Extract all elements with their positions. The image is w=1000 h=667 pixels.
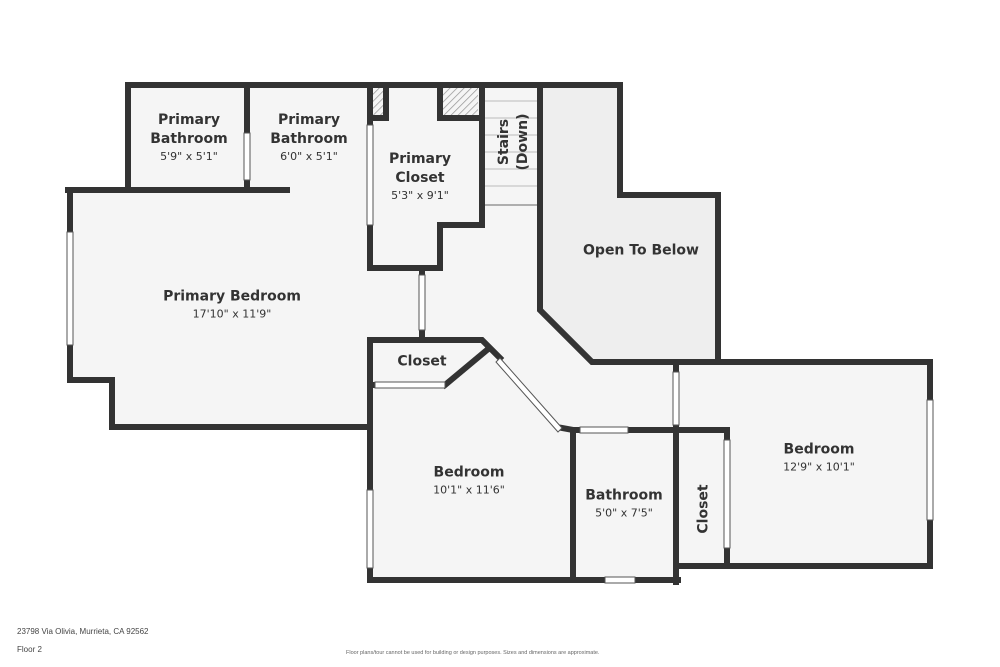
address: 23798 Via Olivia, Murrieta, CA 92562 [17,627,149,636]
room-label-bedroom-1: Bedroom 10'1" x 11'6" [433,464,505,497]
stair-treads [482,100,540,206]
walls [65,82,933,585]
room-label-bedroom-2: Bedroom 12'9" x 10'1" [783,441,855,474]
hatched-shaft [373,88,386,118]
room-label-primary-closet: Primary Closet 5'3" x 9'1" [388,151,452,202]
open-to-below-area [540,85,718,362]
room-label-open-to-below: Open To Below [583,242,699,259]
room-label-bathroom: Bathroom 5'0" x 7'5" [585,487,663,520]
room-label-primary-bedroom: Primary Bedroom 17'10" x 11'9" [163,288,301,321]
room-label-closet: Closet [397,353,447,370]
doors-windows [66,124,934,584]
floor-label: Floor 2 [17,645,42,654]
disclaimer: Floor plans/tour cannot be used for buil… [346,650,600,656]
room-label-stairs: Stairs (Down) [496,113,531,171]
room-label-primary-bathroom-1: Primary Bathroom 5'9" x 5'1" [150,112,228,163]
hatched-shaft [440,88,478,116]
room-label-primary-bathroom-2: Primary Bathroom 6'0" x 5'1" [270,112,348,163]
room-label-closet-2: Closet [695,484,712,534]
